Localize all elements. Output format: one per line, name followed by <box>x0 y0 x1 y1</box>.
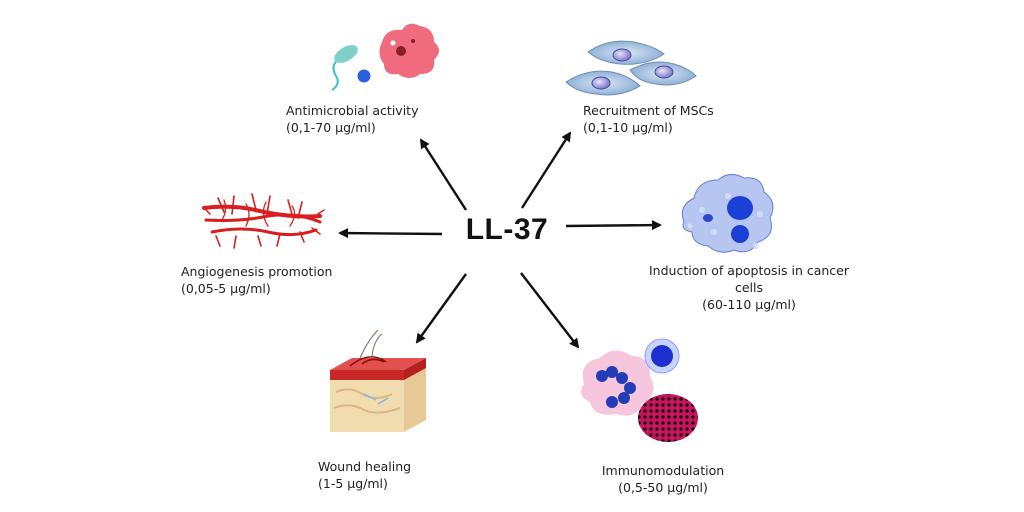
arrow-to-angiogenesis <box>338 228 443 239</box>
node-range: (0,1-70 µg/ml) <box>286 120 376 135</box>
node-range: (0,05-5 µg/ml) <box>181 281 271 296</box>
node-label-mscs: Recruitment of MSCs (0,1-10 µg/ml) <box>583 102 714 136</box>
node-label-wound: Wound healing (1-5 µg/ml) <box>318 458 411 492</box>
center-label: LL-37 <box>465 213 549 246</box>
node-label-antimicrobial: Antimicrobial activity (0,1-70 µg/ml) <box>286 102 418 136</box>
bacteria-icon <box>331 23 439 91</box>
arrows <box>338 131 662 349</box>
arrow-to-apoptosis <box>565 220 662 231</box>
arrow-to-mscs <box>520 131 572 209</box>
stem-cells-icon <box>565 40 697 96</box>
node-title-line-1: Induction of apoptosis in cancer <box>649 263 849 278</box>
node-title: Antimicrobial activity <box>286 103 419 118</box>
blood-vessels-icon <box>202 193 325 249</box>
arrow-to-wound <box>415 273 467 344</box>
node-title-line-2: cells <box>734 280 764 295</box>
node-label-apoptosis: Induction of apoptosis in cancer cells (… <box>641 262 857 313</box>
node-label-immuno: Immunomodulation (0,5-50 µg/ml) <box>598 462 728 496</box>
node-range: (0,1-10 µg/ml) <box>583 120 673 135</box>
node-range: (60-110 µg/ml) <box>702 297 796 312</box>
node-title: Angiogenesis promotion <box>181 264 333 279</box>
node-title: Recruitment of MSCs <box>583 103 714 118</box>
node-range: (0,5-50 µg/ml) <box>618 480 708 495</box>
node-title: Immunomodulation <box>601 463 725 478</box>
node-title: Wound healing <box>318 459 412 474</box>
arrow-to-antimicrobial <box>419 138 468 211</box>
node-label-angiogenesis: Angiogenesis promotion (0,05-5 µg/ml) <box>181 263 332 297</box>
node-range: (1-5 µg/ml) <box>318 476 388 491</box>
arrow-to-immuno <box>520 272 580 349</box>
cancer-cells-icon <box>681 174 774 253</box>
skin-tissue-icon <box>330 329 426 432</box>
immune-cells-icon <box>581 338 698 442</box>
